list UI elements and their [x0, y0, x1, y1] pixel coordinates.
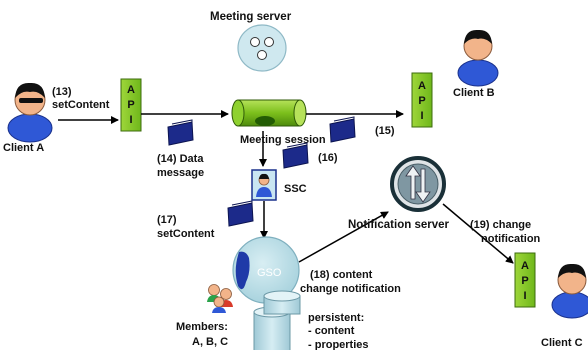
pipe-icon — [231, 99, 307, 127]
api-letter-i: I — [523, 290, 526, 302]
message-icon — [329, 116, 356, 143]
ssc-icon — [251, 169, 277, 201]
members-line1: Members: — [176, 321, 228, 333]
arrow-18 — [298, 211, 389, 263]
step-14-line2: message — [157, 167, 204, 179]
client-c-icon — [551, 263, 588, 319]
client-c-label: Client C — [541, 337, 583, 349]
api-letter-a: A — [521, 260, 529, 272]
step-14-line1: (14) Data — [157, 153, 204, 165]
step-17-number: (17) — [157, 214, 177, 226]
sync-arrows-icon — [390, 156, 446, 212]
step-18-line2: change notification — [300, 283, 401, 295]
api-letter-i: I — [420, 110, 423, 122]
members-line2: A, B, C — [192, 336, 228, 348]
persistent-line2: - content — [308, 325, 355, 337]
api-letter-p: P — [127, 99, 134, 111]
notification-server-label: Notification server — [348, 219, 449, 231]
gso-label: GSO — [257, 267, 282, 279]
group-icon — [207, 284, 233, 313]
message-icon — [227, 200, 254, 227]
step-18-line1: (18) content — [310, 269, 373, 281]
message-icon — [282, 142, 309, 169]
globe-icon — [232, 236, 300, 304]
api-letter-i: I — [129, 114, 132, 126]
step-13-text: setContent — [52, 99, 110, 111]
api-letter-p: P — [521, 275, 528, 287]
persistent-line3: - properties — [308, 339, 369, 350]
client-a-icon — [7, 82, 53, 143]
api-letter-p: P — [418, 95, 425, 107]
client-b-icon — [457, 29, 499, 87]
database-icon — [253, 290, 301, 350]
message-icon — [167, 119, 194, 146]
step-15: (15) — [375, 125, 395, 137]
step-19-line2: notification — [481, 233, 541, 245]
client-a-label: Client A — [3, 142, 44, 154]
meeting-server-icon — [237, 24, 287, 72]
step-13-number: (13) — [52, 86, 72, 98]
ssc-label: SSC — [284, 183, 307, 195]
api-box-right: A P I — [411, 72, 433, 128]
step-19-line1: (19) change — [470, 219, 531, 231]
meeting-session-label: Meeting session — [240, 134, 326, 146]
api-letter-a: A — [127, 84, 135, 96]
step-16: (16) — [318, 152, 338, 164]
api-box-left: A P I — [120, 78, 142, 132]
step-17-text: setContent — [157, 228, 215, 240]
arrow-19 — [442, 203, 514, 264]
api-box-bottom: A P I — [514, 252, 536, 308]
persistent-line1: persistent: — [308, 312, 364, 324]
client-b-label: Client B — [453, 87, 495, 99]
api-letter-a: A — [418, 80, 426, 92]
meeting-server-label: Meeting server — [210, 11, 292, 23]
